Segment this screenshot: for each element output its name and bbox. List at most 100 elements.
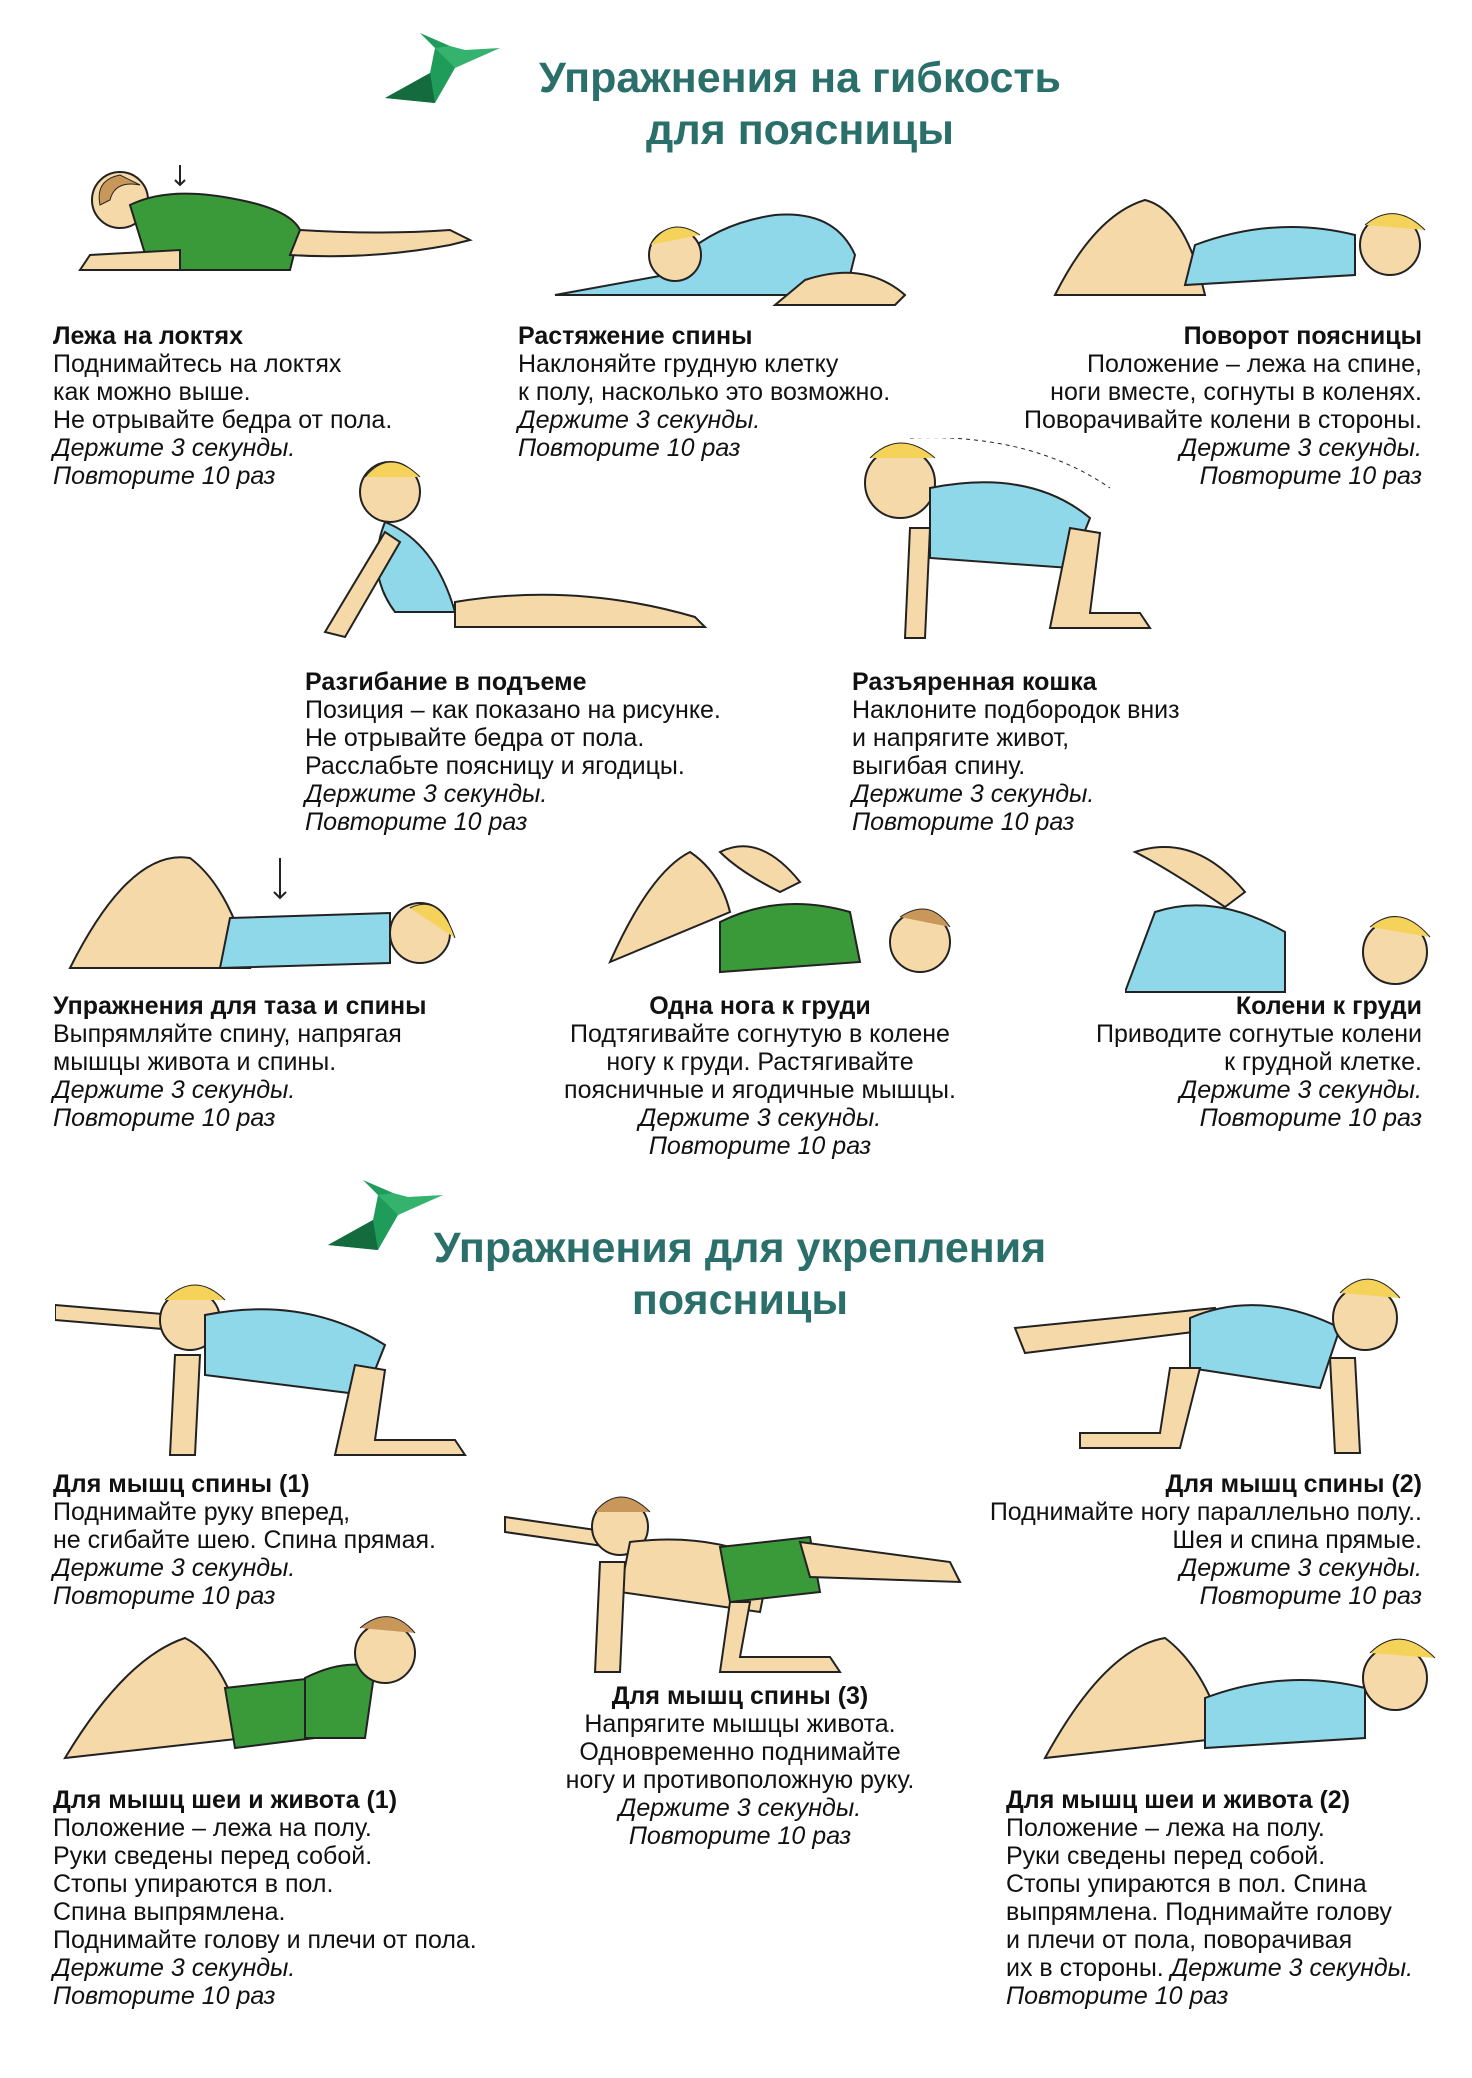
figure-back-stretch: [554, 213, 907, 306]
exercise-line: Позиция – как показано на рисунке.: [305, 696, 721, 724]
section-strength-title-line2: поясницы: [631, 1276, 849, 1324]
exercise-single-knee-to-chest: Одна нога к груди Подтягивайте согнутую …: [520, 992, 1000, 1160]
exercise-line: Подтягивайте согнутую в колене: [570, 1020, 950, 1048]
figure-both-knees-to-chest: [1125, 846, 1431, 993]
exercise-hold: Держите 3 секунды.: [53, 1076, 296, 1104]
exercise-hold: Держите 3 секунды.: [53, 1954, 296, 1982]
exercise-line: не сгибайте шею. Спина прямая.: [53, 1526, 436, 1554]
exercise-neck-abs-1: Для мышц шеи и живота (1) Положение – ле…: [53, 1786, 477, 2010]
figure-back-muscles-2: [1013, 1278, 1401, 1454]
exercise-hold: Держите 3 секунды.: [618, 1794, 862, 1822]
exercise-lying-on-elbows: Лежа на локтях Поднимайтесь на локтях ка…: [53, 322, 392, 490]
exercise-line: Положение – лежа на полу.: [1006, 1814, 1325, 1842]
exercise-back-muscles-3: Для мышц спины (3) Напрягите мышцы живот…: [500, 1682, 980, 1850]
exercise-title: Разгибание в подъеме: [305, 668, 587, 696]
exercise-hold: Держите 3 секунды.: [638, 1104, 882, 1132]
exercise-lower-back-twist: Поворот поясницы Положение – лежа на спи…: [1024, 322, 1422, 490]
exercise-title: Для мышц спины (2): [1165, 1470, 1422, 1498]
exercise-line: Поднимайтесь на локтях: [53, 350, 342, 378]
exercise-press-up-extension: Разгибание в подъеме Позиция – как показ…: [305, 668, 721, 836]
exercise-line-with-hold: их в стороны. Держите 3 секунды.: [1006, 1954, 1413, 1982]
exercise-repeat: Повторите 10 раз: [1006, 1982, 1229, 2010]
exercise-line: как можно выше.: [53, 378, 251, 406]
exercise-pelvic-tilt: Упражнения для таза и спины Выпрямляйте …: [53, 992, 426, 1132]
exercise-line: и плечи от пола, поворачивая: [1006, 1926, 1353, 1954]
exercise-repeat: Повторите 10 раз: [852, 808, 1075, 836]
exercise-line: ногу к груди. Растягивайте: [606, 1048, 914, 1076]
exercise-hold: Держите 3 секунды.: [53, 1554, 296, 1582]
figure-angry-cat: [864, 438, 1152, 639]
exercise-repeat: Повторите 10 раз: [1199, 462, 1422, 490]
exercise-line: Спина выпрямлена.: [53, 1898, 286, 1926]
exercise-back-muscles-1: Для мышц спины (1) Поднимайте руку впере…: [53, 1470, 436, 1610]
exercise-title: Лежа на локтях: [53, 322, 244, 350]
exercise-line: Наклоните подбородок вниз: [852, 696, 1180, 724]
exercise-line: Поднимайте голову и плечи от пола.: [53, 1926, 477, 1954]
exercise-hold: Держите 3 секунды.: [1170, 1954, 1414, 1982]
exercise-line: Наклоняйте грудную клетку: [518, 350, 839, 378]
section-flex-title-line2: для поясницы: [646, 106, 954, 154]
figure-neck-abs-1: [63, 1616, 416, 1760]
exercise-title: Упражнения для таза и спины: [53, 992, 427, 1020]
exercise-title: Колени к груди: [1235, 992, 1422, 1020]
exercise-title: Разъяренная кошка: [852, 668, 1097, 696]
exercise-repeat: Повторите 10 раз: [628, 1822, 852, 1850]
exercise-neck-abs-2: Для мышц шеи и живота (2) Положение – ле…: [1006, 1786, 1413, 2010]
exercise-line: Стопы упираются в пол. Спина: [1006, 1870, 1367, 1898]
exercise-repeat: Повторите 10 раз: [1199, 1104, 1422, 1132]
bird-logo-icon: [385, 33, 500, 103]
figure-back-muscles-3: [504, 1496, 962, 1673]
exercise-line: их в стороны.: [1006, 1954, 1164, 1982]
exercise-line: ногу и противоположную руку.: [565, 1766, 915, 1794]
figure-back-muscles-1: [55, 1284, 467, 1456]
exercise-hold: Держите 3 секунды.: [1179, 1076, 1422, 1104]
figure-pelvic-tilt: [68, 856, 456, 970]
exercise-line: выпрямлена. Поднимайте голову: [1006, 1898, 1392, 1926]
section-strength-title: Упражнения для укрепления поясницы: [420, 1222, 1060, 1326]
exercise-hold: Держите 3 секунды.: [1179, 434, 1422, 462]
figure-single-knee-to-chest: [608, 845, 951, 974]
section-flex-title: Упражнения на гибкость для поясницы: [480, 52, 1120, 156]
exercise-hold: Держите 3 секунды.: [852, 780, 1095, 808]
exercise-repeat: Повторите 10 раз: [1199, 1582, 1422, 1610]
exercise-repeat: Повторите 10 раз: [53, 1104, 276, 1132]
exercise-line: и напрягите живот,: [852, 724, 1070, 752]
exercise-line: Напрягите мышцы живота.: [584, 1710, 896, 1738]
exercise-line: Приводите согнутые колени: [1096, 1020, 1422, 1048]
section-strength-title-line1: Упражнения для укрепления: [433, 1224, 1047, 1272]
exercise-title: Одна нога к груди: [649, 992, 871, 1020]
exercise-both-knees-to-chest: Колени к груди Приводите согнутые колени…: [1096, 992, 1422, 1132]
exercise-hold: Держите 3 секунды.: [305, 780, 548, 808]
exercise-hold: Держите 3 секунды.: [1179, 1554, 1422, 1582]
exercise-line: Положение – лежа на полу.: [53, 1814, 372, 1842]
exercise-back-muscles-2: Для мышц спины (2) Поднимайте ногу парал…: [990, 1470, 1422, 1610]
exercise-line: ноги вместе, согнуты в коленях.: [1050, 378, 1422, 406]
exercise-angry-cat: Разъяренная кошка Наклоните подбородок в…: [852, 668, 1180, 836]
exercise-line: к полу, насколько это возможно.: [518, 378, 891, 406]
exercise-repeat: Повторите 10 раз: [53, 1982, 276, 2010]
figure-neck-abs-2: [1043, 1636, 1436, 1760]
exercise-hold: Держите 3 секунды.: [518, 406, 761, 434]
exercise-line: Расслабьте поясницу и ягодицы.: [305, 752, 685, 780]
exercise-line: Положение – лежа на спине,: [1086, 350, 1422, 378]
exercise-back-stretch: Растяжение спины Наклоняйте грудную клет…: [518, 322, 890, 462]
exercise-title: Для мышц спины (3): [611, 1682, 869, 1710]
exercise-repeat: Повторите 10 раз: [648, 1132, 872, 1160]
section-flex-title-line1: Упражнения на гибкость: [539, 54, 1061, 102]
exercise-repeat: Повторите 10 раз: [53, 1582, 276, 1610]
exercise-title: Растяжение спины: [518, 322, 753, 350]
figure-press-up-extension: [323, 461, 708, 639]
exercise-title: Для мышц шеи и живота (1): [53, 1786, 398, 1814]
exercise-hold: Держите 3 секунды.: [53, 434, 296, 462]
exercise-line: к грудной клетке.: [1224, 1048, 1422, 1076]
exercise-line: Поднимайте руку вперед,: [53, 1498, 351, 1526]
exercise-line: Стопы упираются в пол.: [53, 1870, 334, 1898]
exercise-line: выгибая спину.: [852, 752, 1026, 780]
figure-lying-on-elbows: [78, 165, 473, 271]
figure-lower-back-twist: [1053, 198, 1426, 296]
exercise-repeat: Повторите 10 раз: [518, 434, 741, 462]
exercise-line: Руки сведены перед собой.: [53, 1842, 373, 1870]
exercise-title: Для мышц шеи и живота (2): [1006, 1786, 1351, 1814]
exercise-repeat: Повторите 10 раз: [53, 462, 276, 490]
exercise-line: Поворачивайте колени в стороны.: [1023, 406, 1422, 434]
